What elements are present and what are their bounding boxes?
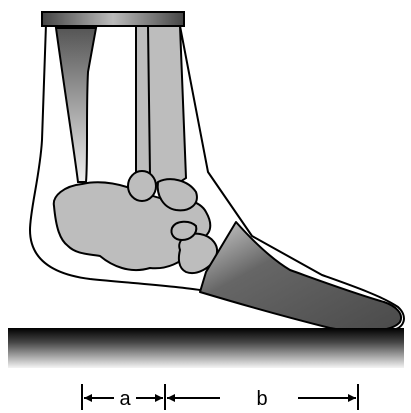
dimension-label-a: a (119, 388, 131, 410)
tibia-bone-rear (148, 26, 186, 185)
top-plate (42, 12, 184, 26)
dimension-a-right-arrowhead (155, 394, 163, 402)
talus-bone (128, 171, 156, 201)
ground-surface (8, 328, 404, 368)
dimension-b-right-arrowhead (348, 394, 356, 402)
dimension-b-left-arrowhead (167, 394, 175, 402)
dimension-a-left-arrowhead (84, 394, 92, 402)
metatarsal-block (200, 222, 401, 331)
dimension-label-b: b (256, 388, 267, 410)
cuboid-bone (171, 222, 196, 240)
